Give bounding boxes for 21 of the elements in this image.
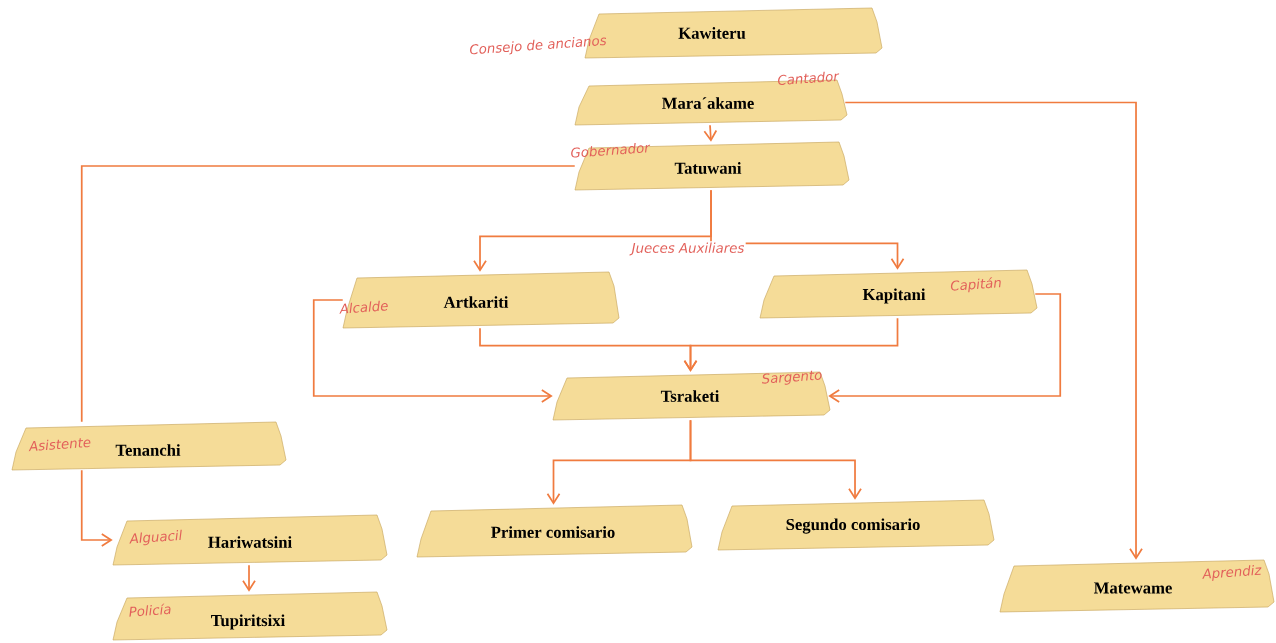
arrow	[242, 564, 256, 592]
tape-label: Alcalde Artkariti	[339, 271, 620, 329]
tape-label: Capitán Kapitani	[759, 269, 1038, 319]
tape-label: Aprendiz Matewame	[999, 559, 1275, 613]
arrow	[312, 299, 553, 403]
tape-label: Alguacil Hariwatsini	[112, 514, 388, 566]
arrow	[703, 124, 718, 142]
arrow	[80, 469, 113, 547]
tape-label: Gobernador Tatuwani	[571, 141, 850, 191]
arrow	[844, 101, 1143, 560]
role-label: Jueces Auxiliares	[629, 241, 746, 257]
tape-label: Cantador Mara´akame	[574, 71, 848, 126]
tape-label: Primer comisario	[416, 504, 693, 558]
tape-label: Consejo de ancianos Kawiteru	[470, 7, 883, 59]
arrow	[683, 317, 899, 372]
tape-label: Asistente Tenanchi	[11, 421, 287, 471]
arrow	[828, 293, 1062, 403]
tape-label: Policía Tupiritsixi	[112, 591, 388, 641]
tape-label: Sargento Tsraketi	[552, 370, 831, 421]
tape-label: Segundo comisario	[717, 499, 995, 551]
arrow	[689, 419, 862, 500]
